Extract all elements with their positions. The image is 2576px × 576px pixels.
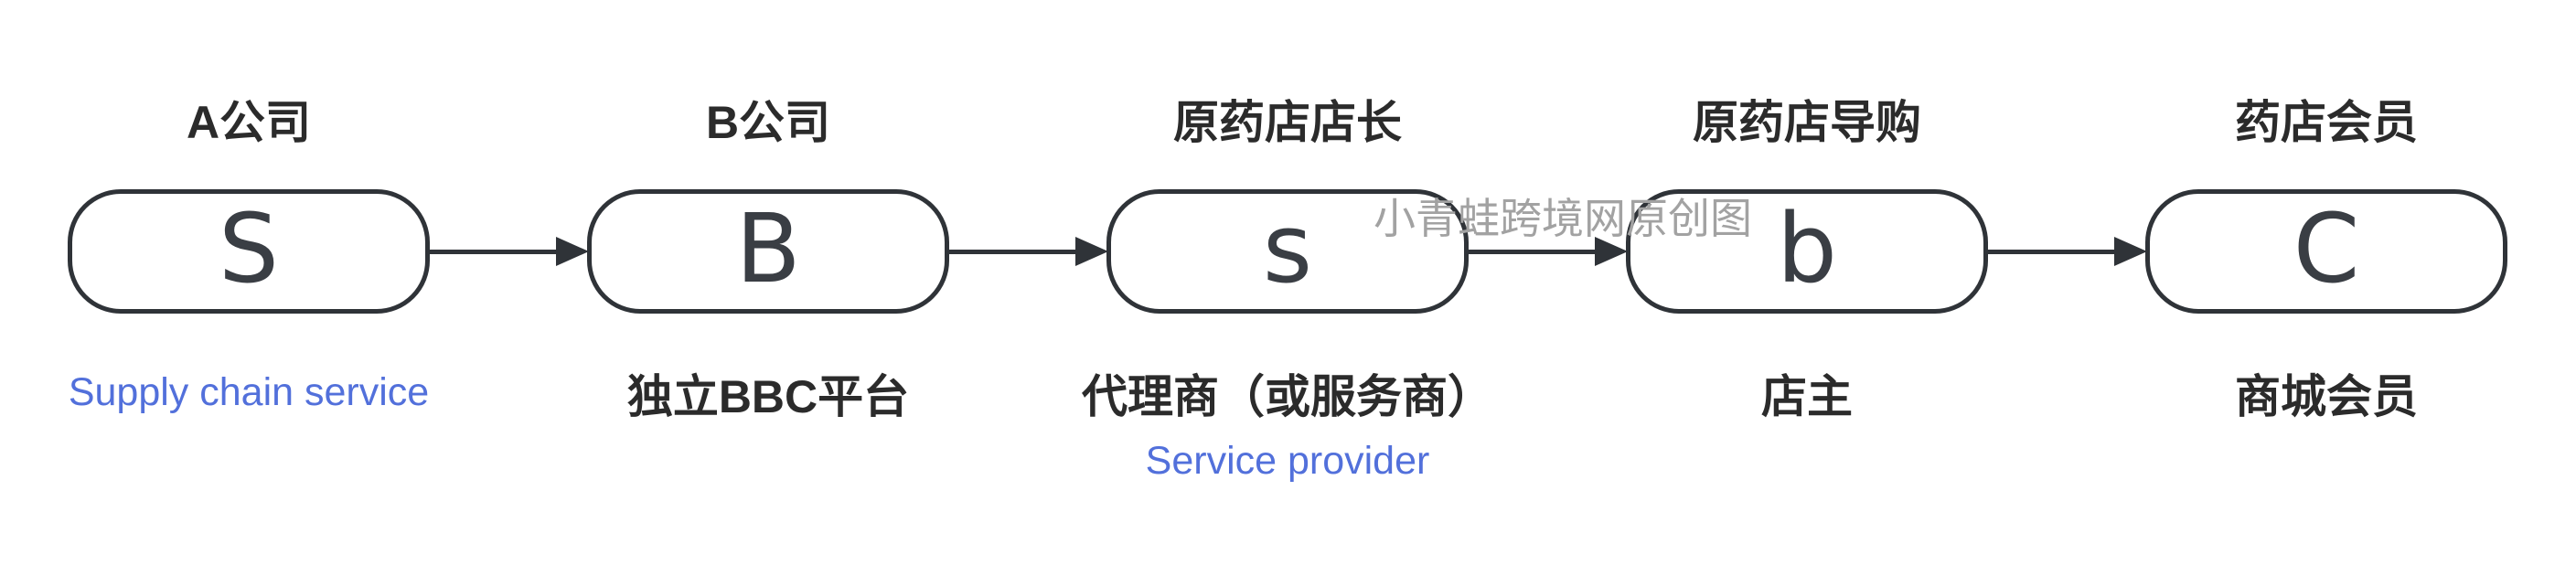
pill-letter: s xyxy=(1262,193,1313,304)
arrow-line xyxy=(1986,250,2116,254)
flow-arrow xyxy=(428,0,589,576)
flow-arrow xyxy=(947,0,1108,576)
node-sublabel-cn: 店主 xyxy=(1761,371,1853,422)
pill-letter: b xyxy=(1776,193,1837,304)
flow-node-bbc-platform: B公司 B 独立BBC平台 xyxy=(587,0,949,576)
arrow-right-icon xyxy=(1075,237,1108,266)
arrow-right-icon xyxy=(556,237,589,266)
flow-node-service-provider: 原药店店长 s 代理商（或服务商） Service provider xyxy=(1082,0,1493,576)
node-pill: b xyxy=(1626,189,1988,314)
node-pill: C xyxy=(2145,189,2507,314)
arrow-line xyxy=(428,250,558,254)
pill-letter: S xyxy=(218,193,279,304)
node-title: 原药店店长 xyxy=(1173,97,1402,148)
node-title: 药店会员 xyxy=(2235,97,2418,148)
pill-letter: B xyxy=(735,193,801,304)
flow-node-shop-owner: 原药店导购 b 店主 xyxy=(1626,0,1988,576)
node-pill: S xyxy=(68,189,430,314)
pill-letter: C xyxy=(2293,193,2360,304)
node-pill: B xyxy=(587,189,949,314)
node-sublabel-en: Service provider xyxy=(1145,439,1430,483)
flow-node-supply-company: A公司 S Supply chain service xyxy=(68,0,430,576)
node-sublabel-en: Supply chain service xyxy=(68,370,430,414)
node-title: A公司 xyxy=(186,97,312,148)
flow-node-mall-member: 药店会员 C 商城会员 xyxy=(2145,0,2507,576)
watermark: 小青蛙跨境网原创图 xyxy=(1374,195,1752,242)
arrow-right-icon xyxy=(1595,237,1628,266)
node-sublabel-cn: 独立BBC平台 xyxy=(626,371,910,422)
node-title: 原药店导购 xyxy=(1693,97,1921,148)
node-title: B公司 xyxy=(705,97,831,148)
arrow-line xyxy=(1467,250,1597,254)
flow-arrow xyxy=(1986,0,2147,576)
node-sublabel-cn: 代理商（或服务商） xyxy=(1082,371,1493,422)
arrow-line xyxy=(947,250,1077,254)
arrow-right-icon xyxy=(2114,237,2147,266)
node-pill: s xyxy=(1106,189,1469,314)
node-sublabel-cn: 商城会员 xyxy=(2235,371,2418,422)
flow-arrow xyxy=(1467,0,1628,576)
